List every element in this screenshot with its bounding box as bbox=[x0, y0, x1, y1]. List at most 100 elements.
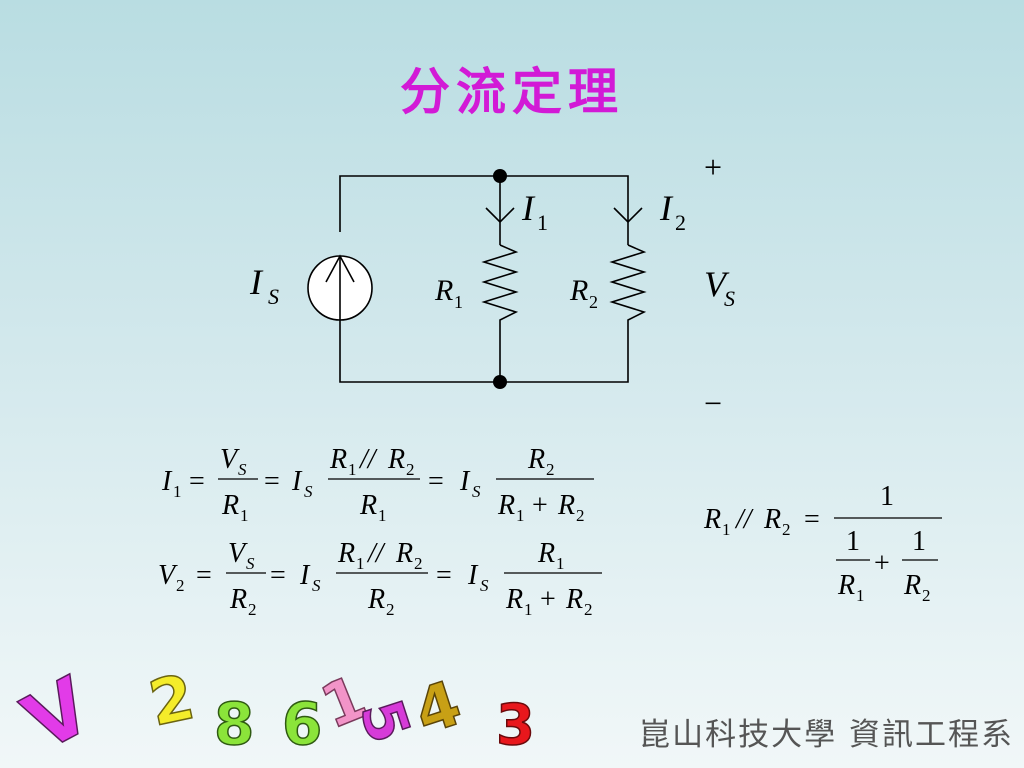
logo-glyph-6: 6 bbox=[282, 690, 322, 758]
svg-text:R: R bbox=[221, 490, 239, 521]
svg-text:=: = bbox=[196, 560, 212, 591]
svg-text:2: 2 bbox=[546, 460, 555, 479]
svg-text:+: + bbox=[540, 584, 556, 615]
svg-text:V: V bbox=[228, 538, 248, 569]
svg-text:R: R bbox=[537, 538, 555, 569]
svg-text:R: R bbox=[337, 538, 355, 569]
svg-text:I: I bbox=[467, 560, 479, 591]
bottom-wire bbox=[339, 320, 629, 383]
svg-text:2: 2 bbox=[248, 600, 257, 619]
label-i2: I bbox=[659, 188, 674, 228]
svg-text:R: R bbox=[329, 444, 347, 475]
svg-text:I: I bbox=[459, 466, 471, 497]
svg-text:R: R bbox=[359, 490, 377, 521]
node-top bbox=[493, 169, 507, 183]
svg-text:2: 2 bbox=[576, 506, 585, 525]
label-is: I bbox=[249, 262, 264, 302]
svg-text:S: S bbox=[246, 554, 255, 573]
label-vs: V bbox=[704, 264, 730, 304]
svg-text:R: R bbox=[229, 584, 247, 615]
svg-text:R: R bbox=[497, 490, 515, 521]
svg-text:S: S bbox=[238, 460, 247, 479]
svg-text:R: R bbox=[505, 584, 523, 615]
label-r2: R bbox=[569, 274, 588, 307]
svg-text://: // bbox=[358, 444, 378, 475]
svg-text:+: + bbox=[532, 490, 548, 521]
svg-text:=: = bbox=[189, 466, 205, 497]
label-is-sub: S bbox=[268, 284, 279, 309]
svg-text:1: 1 bbox=[846, 526, 860, 557]
logo-glyph-v: V bbox=[10, 661, 106, 768]
logo-glyph-2: 2 bbox=[143, 660, 200, 740]
svg-text:R: R bbox=[367, 584, 385, 615]
label-plus: + bbox=[704, 149, 722, 185]
svg-text:2: 2 bbox=[584, 600, 593, 619]
label-r1: R bbox=[434, 274, 453, 307]
logo-glyph-3: 3 bbox=[496, 693, 535, 758]
svg-text:R: R bbox=[903, 570, 921, 601]
footer-department: 崑山科技大學 資訊工程系 bbox=[639, 717, 1014, 753]
svg-text:R: R bbox=[387, 444, 405, 475]
label-i2-sub: 2 bbox=[675, 210, 686, 235]
svg-text:1: 1 bbox=[240, 506, 249, 525]
svg-text:S: S bbox=[304, 482, 313, 501]
svg-text:R: R bbox=[565, 584, 583, 615]
svg-text:V: V bbox=[158, 560, 178, 591]
svg-text:R: R bbox=[395, 538, 413, 569]
label-i1: I bbox=[521, 188, 536, 228]
svg-text:1: 1 bbox=[856, 586, 865, 605]
resistor-r2 bbox=[609, 244, 647, 327]
label-r1-sub: 1 bbox=[454, 292, 463, 312]
label-i1-sub: 1 bbox=[537, 210, 548, 235]
svg-text:1: 1 bbox=[880, 481, 894, 512]
svg-text:1: 1 bbox=[173, 482, 182, 501]
svg-text:2: 2 bbox=[386, 600, 395, 619]
arrow-i2 bbox=[613, 207, 643, 224]
resistor-r1 bbox=[481, 244, 519, 327]
slide-title: 分流定理 bbox=[400, 63, 624, 121]
svg-text:R: R bbox=[557, 490, 575, 521]
circuit-labels: I S I 1 I 2 R 1 R 2 + V S − bbox=[249, 149, 735, 421]
svg-text:I: I bbox=[291, 466, 303, 497]
svg-text:S: S bbox=[312, 576, 321, 595]
svg-text:1: 1 bbox=[516, 506, 525, 525]
svg-text:V: V bbox=[220, 444, 240, 475]
svg-text:=: = bbox=[270, 560, 286, 591]
svg-text:I: I bbox=[299, 560, 311, 591]
svg-text:2: 2 bbox=[406, 460, 415, 479]
circuit-wires bbox=[307, 175, 647, 383]
svg-text:1: 1 bbox=[722, 520, 731, 539]
svg-text://: // bbox=[366, 538, 386, 569]
label-vs-sub: S bbox=[724, 286, 735, 311]
logo-glyph-4: 4 bbox=[406, 666, 470, 749]
svg-text:R: R bbox=[837, 570, 855, 601]
svg-text:1: 1 bbox=[356, 554, 365, 573]
logo-glyphs: V 2 8 6 1 5 4 3 bbox=[9, 659, 535, 768]
svg-text:2: 2 bbox=[414, 554, 423, 573]
svg-text:=: = bbox=[264, 466, 280, 497]
svg-text:1: 1 bbox=[378, 506, 387, 525]
svg-text://: // bbox=[734, 504, 754, 535]
svg-text:R: R bbox=[527, 444, 545, 475]
label-r2-sub: 2 bbox=[589, 292, 598, 312]
svg-text:=: = bbox=[436, 560, 452, 591]
svg-text:S: S bbox=[480, 576, 489, 595]
svg-text:=: = bbox=[428, 466, 444, 497]
svg-text:1: 1 bbox=[524, 600, 533, 619]
logo-glyph-8: 8 bbox=[214, 690, 254, 758]
svg-text:R: R bbox=[763, 504, 781, 535]
top-wire bbox=[339, 175, 629, 232]
svg-text:=: = bbox=[804, 504, 820, 535]
svg-text:R: R bbox=[703, 504, 721, 535]
svg-text:2: 2 bbox=[176, 576, 185, 595]
svg-text:S: S bbox=[472, 482, 481, 501]
svg-text:1: 1 bbox=[348, 460, 357, 479]
arrow-i1 bbox=[485, 207, 515, 224]
svg-text:I: I bbox=[161, 466, 173, 497]
svg-text:2: 2 bbox=[782, 520, 791, 539]
svg-text:1: 1 bbox=[556, 554, 565, 573]
source-arrow-icon bbox=[325, 254, 355, 283]
